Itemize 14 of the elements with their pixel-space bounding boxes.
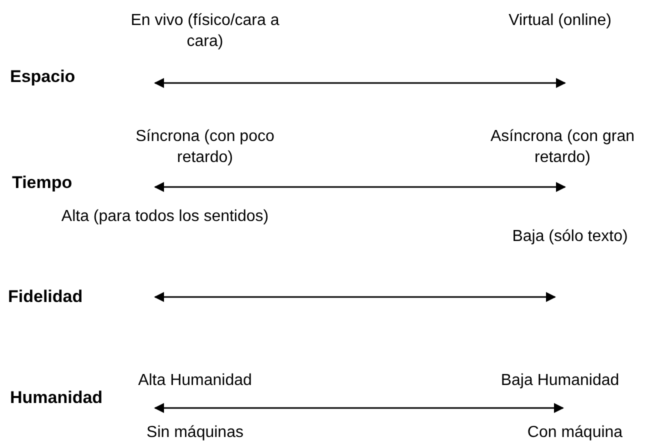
scale-end-label: Síncrona (con poco retardo) [134,127,276,168]
scale-end-label: Virtual (online) [508,11,612,31]
scale-end-label: Sin máquinas [146,423,244,443]
dimension-name: Humanidad [10,387,104,408]
dimension-name: Fidelidad [8,286,84,308]
scale-end-label: Con máquina [526,423,624,443]
dimension-name: Tiempo [12,172,74,194]
scale-end-label: Baja Humanidad [500,371,620,391]
scale-end-label: Asíncrona (con gran retardo) [489,127,636,168]
dimension-name: Espacio [10,66,76,88]
scale-end-label: Alta (para todos los sentidos) [60,207,270,227]
scale-end-label: Alta Humanidad [137,371,253,391]
scale-end-label: Baja (sólo texto) [511,227,629,247]
scale-end-label: En vivo (físico/cara a cara) [130,11,280,52]
